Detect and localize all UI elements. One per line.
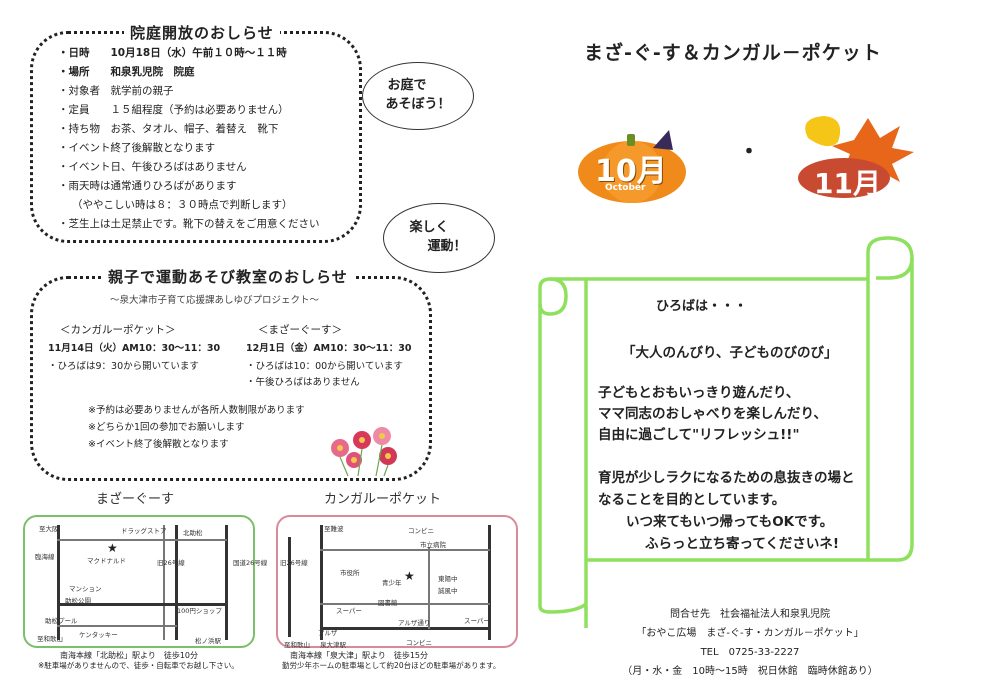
map-right-caption-2: 勤労少年ホームの駐車場として約20台ほどの駐車場があります。 (282, 661, 501, 670)
map-left-label: 臨海線 (35, 553, 55, 561)
exercise-footnote-3: ※イベント終了後解散となります (88, 439, 229, 450)
map-left-label: 松ノ浜駅 (195, 637, 221, 645)
scroll-para2-line-4: ふらっと立ち寄ってくださいネ! (645, 536, 840, 552)
exercise-speech-line-1: 楽しく (409, 220, 449, 235)
map-right-label: 至和歌山 (284, 641, 310, 649)
map-left-title: まざーぐーす (96, 492, 175, 507)
scroll-para2-line-2: なることを目的としています。 (598, 492, 786, 508)
november-leaves-badge: 11月 (788, 108, 924, 208)
map-right-label: 泉大津駅 (320, 641, 346, 649)
exercise-notice-title: 親子で運動あそび教室のおしらせ (102, 266, 354, 287)
cosmos-flower-3 (373, 427, 391, 445)
mazegusu-note-1: ・ひろばは10：00から開いています (246, 361, 403, 372)
map-right-label: スーパー (464, 617, 490, 625)
scroll-heading: ひろばは・・・ (656, 299, 748, 314)
map-left-label: 至大阪 (39, 525, 59, 533)
scroll-quote: 「大人のんびり、子どものびのび」 (622, 345, 838, 361)
map-left-label: 至和歌山 (37, 635, 63, 643)
exercise-subtitle: ～泉大津市子育て応援課あしゆびプロジェクト～ (110, 295, 320, 306)
contact-line-2: 「おやこ広場 まざ-ぐ-す・カンガル－ポケット」 (636, 628, 864, 639)
map-left-label: 国道26号線 (233, 559, 268, 567)
garden-speech-line-2: あそぼう！ (385, 96, 451, 112)
scroll-para2-line-1: 育児が少しラクになるための息抜きの場と (598, 470, 855, 486)
map-right-label: 市役所 (340, 569, 360, 577)
cosmos-flower-5 (379, 447, 397, 465)
contact-phone: TEL 0725-33-2227 (700, 647, 800, 658)
map-right-label: アルザ通り (398, 619, 431, 627)
contact-hours: （月・水・金 10時～15時 祝日休館 臨時休館あり） (622, 666, 878, 677)
map-left-label: マンション (69, 585, 102, 593)
kangaroo-note-1: ・ひろばは9：30から開いています (48, 361, 199, 372)
map-left-label: ドラッグストア (121, 527, 167, 535)
exercise-footnote-2: ※どちらか1回の参加でお願いします (88, 422, 245, 433)
october-sub-label: October (605, 183, 646, 193)
cosmos-flower-1 (331, 439, 349, 457)
page-title: まざ-ぐ-す＆カンガル－ポケット (584, 42, 882, 64)
mazegusu-note-2: ・午後ひろばはありません (246, 377, 360, 388)
garden-info-line: （ややこしい時は８：３０時点で判断します） (72, 199, 293, 211)
month-separator: ・ (738, 140, 761, 165)
map-right-label: コンビニ (406, 639, 432, 647)
november-label: 11月 (814, 167, 881, 200)
map-right-label: 至難波 (324, 525, 344, 533)
garden-info-line: ・イベント日、午後ひろばはありません (58, 161, 247, 173)
map-left-label: 北助松 (183, 529, 203, 537)
kangaroo-heading: ＜カンガルーポケット＞ (60, 324, 176, 336)
scroll-para2-line-3: いつ来てもいつ帰ってもOKです。 (626, 514, 834, 530)
garden-info-line: ・イベント終了後解散となります (58, 142, 216, 154)
map-kangaroo: ★ 至難波旧26号線コンビニ市立病院市役所青少年東陽中誠風中図書館スーパーアルザ… (276, 515, 518, 649)
map-right-label: コンビニ (408, 527, 434, 535)
map-right-label: 誠風中 (438, 587, 458, 595)
map-right-star-icon: ★ (404, 569, 415, 583)
mazegusu-date: 12月1日（金）AM10：30～11：30 (246, 343, 412, 354)
map-left-label: ケンタッキー (79, 631, 118, 639)
garden-info-line: ・日時 10月18日（水）午前１０時～１１時 (58, 47, 287, 59)
kangaroo-date: 11月14日（火）AM10：30～11：30 (48, 343, 221, 354)
map-right-label: 東陽中 (438, 575, 458, 583)
map-left-label: マクドナルド (87, 557, 126, 565)
map-right-title: カンガルーポケット (324, 492, 442, 507)
garden-info-line: ・定員 １５組程度（予約は必要ありません） (58, 104, 289, 116)
map-right-label: 図書館 (378, 599, 398, 607)
map-left-label: 旧26号線 (157, 559, 185, 567)
map-left-label: 100円ショップ (177, 607, 222, 615)
map-left-label: 助松プール (45, 617, 78, 625)
cosmos-flowers-illustration (331, 427, 397, 477)
map-left-caption-2: ※駐車場がありませんので、徒歩・自転車でお越し下さい。 (38, 661, 239, 670)
cosmos-flower-4 (346, 452, 362, 468)
garden-info-line: ・持ち物 お茶、タオル、帽子、着替え 靴下 (58, 123, 279, 135)
garden-info-line: ・対象者 就学前の親子 (58, 85, 174, 97)
exercise-speech-line-2: 運動！ (427, 238, 467, 254)
october-label: 10月 (595, 154, 667, 189)
garden-speech-line-1: お庭で (387, 78, 427, 93)
map-right-label: 青少年 (382, 579, 402, 587)
garden-info-line: ・雨天時は通常通りひろばがあります (58, 180, 237, 192)
map-right-label: アルザ (318, 629, 338, 637)
garden-info-line: ・芝生上は土足禁止です。靴下の替えをご用意ください (58, 218, 320, 230)
map-right-label: スーパー (336, 607, 362, 615)
cosmos-flower-2 (353, 431, 371, 449)
scroll-para1-line-2: ママ同志のおしゃべりを楽しんだり、 (598, 406, 827, 422)
map-right-label: 旧26号線 (280, 559, 308, 567)
garden-info-line: ・場所 和泉乳児院 院庭 (58, 66, 195, 78)
map-right-label: 市立病院 (420, 541, 446, 549)
exercise-speech-bubble: 楽しく 運動！ (383, 203, 495, 273)
scroll-para1-line-3: 自由に過ごして"リフレッシュ!!" (598, 427, 800, 443)
map-right-caption-1: 南海本線「泉大津」駅より 徒歩15分 (290, 651, 429, 660)
map-left-caption-1: 南海本線「北助松」駅より 徒歩10分 (60, 651, 199, 660)
october-pumpkin-badge: 10月 October (577, 130, 687, 204)
garden-speech-bubble: お庭で あそぼう！ (362, 62, 474, 130)
contact-line-1: 問合せ先 社会福祉法人和泉乳児院 (670, 609, 830, 620)
exercise-footnote-1: ※予約は必要ありませんが各所人数制限があります (88, 405, 305, 416)
garden-notice-title: 院庭開放のおしらせ (124, 22, 280, 43)
map-left-label: 助松公園 (65, 597, 91, 605)
mazegusu-heading: ＜まざーぐーす＞ (258, 324, 342, 336)
map-mazegusu: ★ 至大阪臨海線マクドナルド ドラッグストア旧26号線 北助松国道26号線マンション… (23, 515, 267, 648)
map-left-star-icon: ★ (107, 541, 118, 555)
scroll-para1-line-1: 子どもとおもいっきり遊んだり、 (598, 385, 800, 401)
green-scroll-frame (538, 236, 914, 628)
